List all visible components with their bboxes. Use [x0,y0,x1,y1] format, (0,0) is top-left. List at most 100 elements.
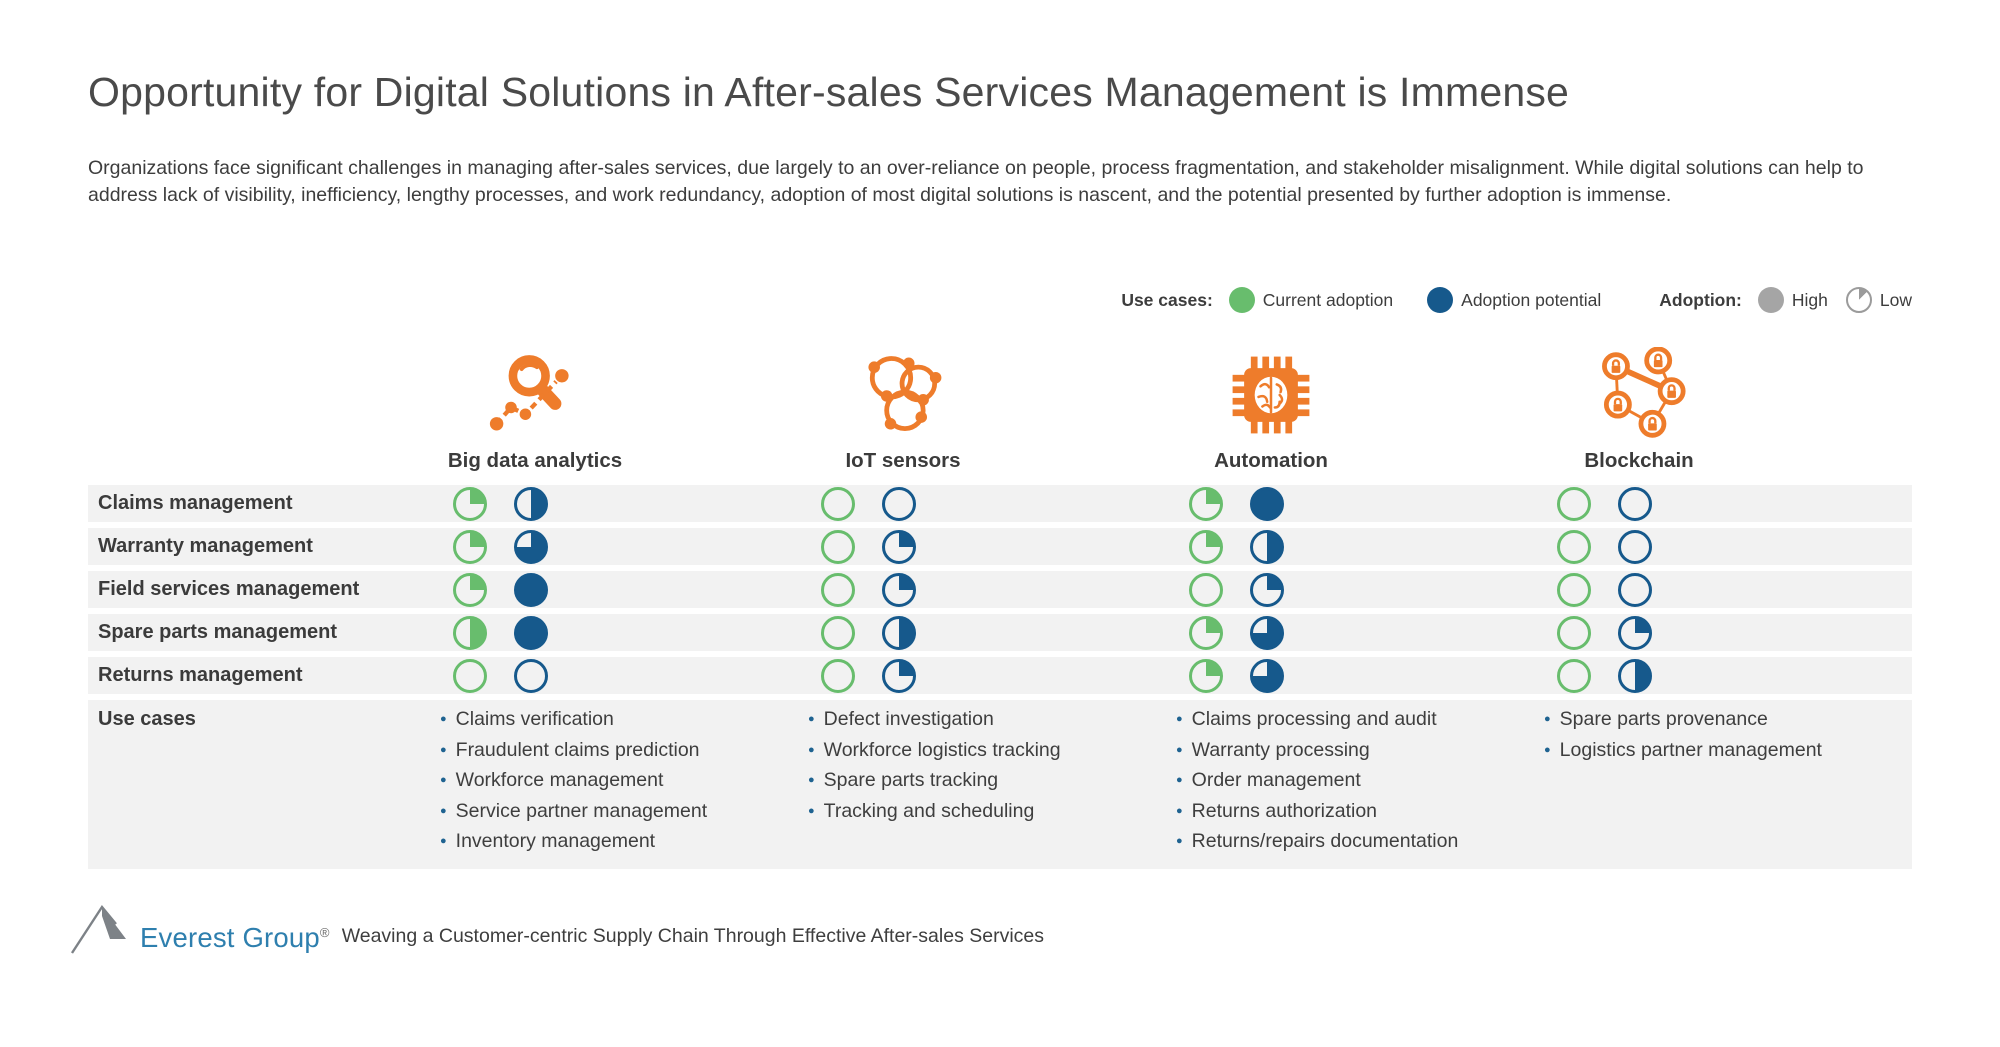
use-case-item: Claims processing and audit [1176,706,1534,737]
adoption-cell [808,615,1176,650]
current-adoption-pie [1189,572,1223,607]
column-header-blockchain: Blockchain [1544,347,1734,473]
everest-group-logo-icon [70,904,126,954]
row-label: Claims management [98,492,293,514]
use-case-item: Warranty processing [1176,737,1534,768]
adoption-potential-pie [514,486,548,521]
adoption-potential-pie [514,572,548,607]
legend: Use cases: Current adoption Adoption pot… [1121,287,1912,313]
column-header-big-data-analytics: Big data analytics [440,347,630,473]
current-adoption-swatch-icon [1228,287,1255,313]
adoption-cell [440,572,808,607]
adoption-matrix: Big data analytics IoT sensors [88,345,1912,875]
current-adoption-pie [453,658,487,693]
current-adoption-pie [1557,658,1591,693]
adoption-low-swatch-icon [1845,287,1872,313]
adoption-potential-pie [882,572,916,607]
use-case-item: Returns authorization [1176,798,1534,829]
current-adoption-pie [1189,529,1223,564]
legend-adoption-label: Adoption: [1659,289,1742,310]
column-label: IoT sensors [845,449,961,472]
adoption-potential-swatch-icon [1427,287,1454,313]
footer-tagline: Weaving a Customer-centric Supply Chain … [341,925,1045,947]
adoption-potential-pie [1618,572,1652,607]
use-case-item: Order management [1176,767,1534,798]
adoption-cell [1544,486,1912,521]
adoption-cell [1176,572,1544,607]
adoption-potential-pie [1250,529,1284,564]
current-adoption-pie [453,615,487,650]
adoption-potential-pie [1250,658,1284,693]
current-adoption-pie [1557,572,1591,607]
current-adoption-pie [1557,529,1591,564]
adoption-cell [1176,486,1544,521]
use-case-list-blockchain: Spare parts provenanceLogistics partner … [1544,700,1912,777]
adoption-high-swatch-icon [1757,287,1784,313]
current-adoption-pie [1189,615,1223,650]
current-adoption-pie [453,529,487,564]
adoption-potential-pie [1250,486,1284,521]
big-data-analytics-icon [489,355,569,431]
legend-low-label: Low [1879,289,1912,310]
table-row-claims-management: Claims management [88,485,1912,522]
use-cases-row: Use cases Claims verificationFraudulent … [88,700,1912,869]
legend-adoption-potential-label: Adoption potential [1461,289,1602,310]
column-label: Automation [1214,449,1328,472]
adoption-cell [1176,658,1544,693]
current-adoption-pie [821,572,855,607]
row-label: Field services management [98,578,360,600]
page-title: Opportunity for Digital Solutions in Aft… [88,69,1570,115]
current-adoption-pie [821,529,855,564]
legend-current-adoption-label: Current adoption [1262,289,1394,310]
use-case-item: Returns/repairs documentation [1176,828,1534,859]
adoption-cell [1176,529,1544,564]
adoption-cell [808,486,1176,521]
current-adoption-pie [1557,615,1591,650]
legend-high-label: High [1791,289,1828,310]
row-label: Spare parts management [98,621,337,643]
adoption-potential-pie [1618,529,1652,564]
adoption-potential-pie [1618,486,1652,521]
adoption-cell [808,529,1176,564]
table-row-returns-management: Returns management [88,657,1912,694]
adoption-potential-pie [882,658,916,693]
blockchain-icon [1591,347,1687,443]
adoption-cell [1544,615,1912,650]
current-adoption-pie [1557,486,1591,521]
adoption-cell [808,658,1176,693]
adoption-potential-pie [1250,615,1284,650]
use-case-item: Spare parts provenance [1544,706,1902,737]
use-case-item: Workforce management [440,767,798,798]
table-row-field-services-management: Field services management [88,571,1912,608]
current-adoption-pie [821,486,855,521]
use-case-item: Service partner management [440,798,798,829]
adoption-potential-pie [1618,615,1652,650]
table-row-warranty-management: Warranty management [88,528,1912,565]
adoption-cell [1176,615,1544,650]
current-adoption-pie [821,615,855,650]
adoption-cell [1544,572,1912,607]
column-label: Blockchain [1584,449,1694,472]
use-case-list-automation: Claims processing and auditWarranty proc… [1176,700,1544,869]
use-cases-row-label: Use cases [98,708,196,730]
column-header-automation: Automation [1176,347,1366,473]
adoption-potential-pie [882,486,916,521]
adoption-cell [440,529,808,564]
use-case-item: Workforce logistics tracking [808,737,1166,768]
adoption-cell [1544,529,1912,564]
iot-sensors-icon [868,356,942,431]
use-case-list-big-data-analytics: Claims verificationFraudulent claims pre… [440,700,808,869]
adoption-cell [440,658,808,693]
adoption-cell [440,615,808,650]
current-adoption-pie [453,572,487,607]
registered-mark: ® [319,924,330,940]
adoption-cell [440,486,808,521]
current-adoption-pie [453,486,487,521]
adoption-potential-pie [882,529,916,564]
brand-name: Everest Group® [140,923,330,952]
adoption-potential-pie [514,658,548,693]
adoption-potential-pie [1618,658,1652,693]
row-label: Returns management [98,664,303,686]
